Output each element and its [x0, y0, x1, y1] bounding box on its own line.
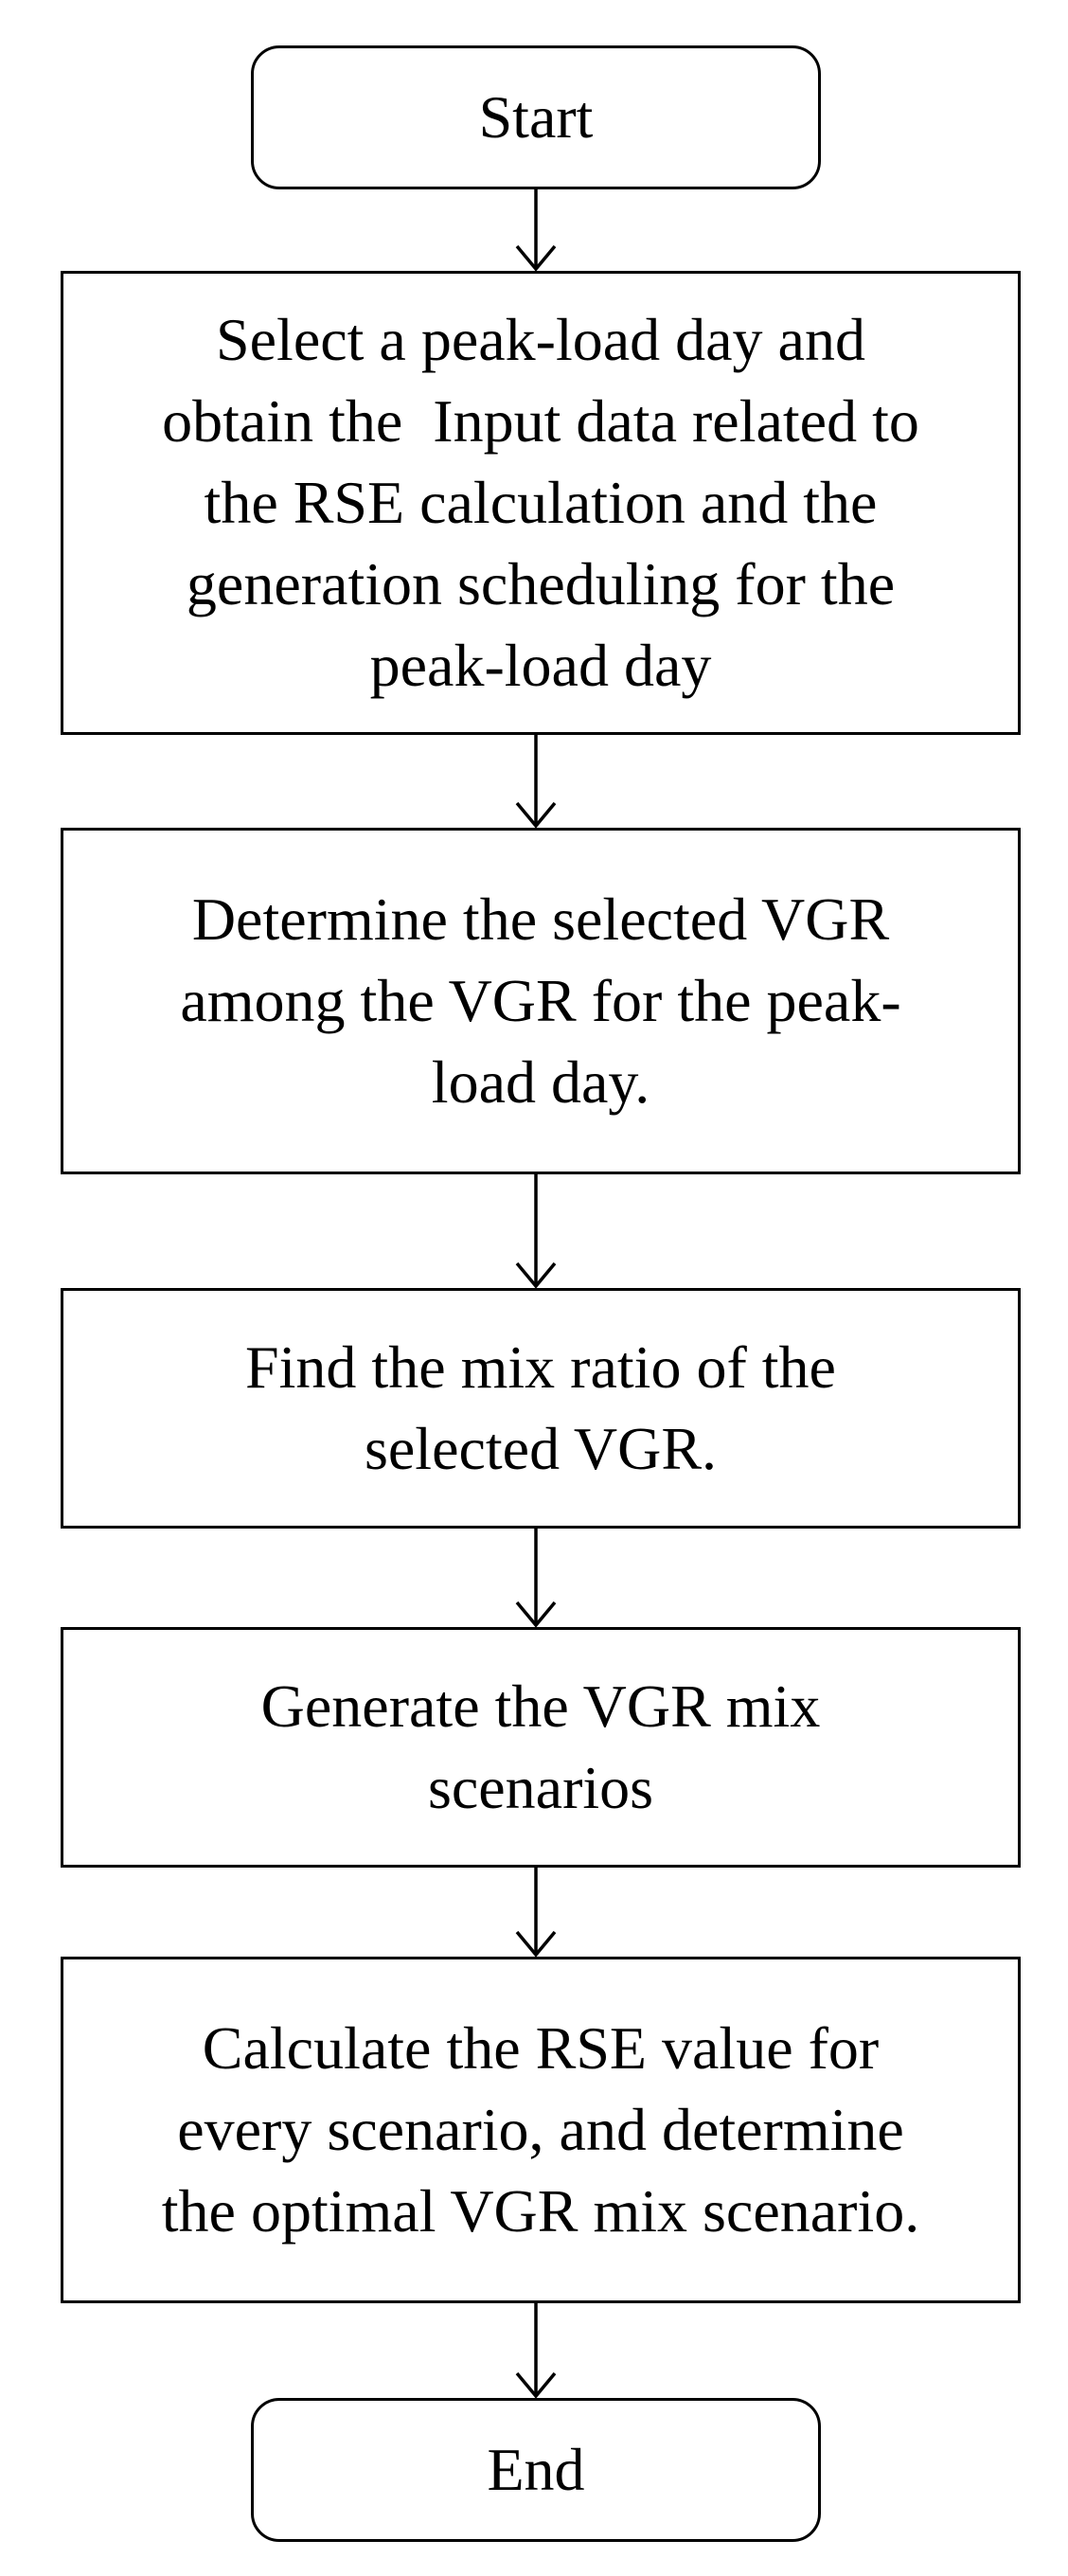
step-1-line-4: generation scheduling for the — [186, 550, 896, 617]
arrow-step-3-to-step-4 — [515, 1529, 557, 1628]
step-4-line-1: Generate the VGR mix — [260, 1673, 821, 1740]
step-find-mix-ratio: Find the mix ratio of the selected VGR. — [61, 1288, 1021, 1529]
step-calculate-rse-value: Calculate the RSE value for every scenar… — [61, 1957, 1021, 2303]
arrow-start-to-step-1 — [515, 189, 557, 272]
start-terminal: Start — [251, 45, 821, 189]
step-4-line-2: scenarios — [427, 1754, 654, 1821]
step-1-line-1: Select a peak-load day and — [216, 306, 865, 373]
step-5-line-2: every scenario, and determine — [177, 2096, 904, 2163]
step-2-line-3: load day. — [431, 1048, 650, 1116]
end-label: End — [487, 2436, 585, 2503]
step-generate-mix-scenarios: Generate the VGR mix scenarios — [61, 1627, 1021, 1868]
step-1-line-2: obtain the Input data related to — [162, 387, 919, 455]
arrow-step-4-to-step-5 — [515, 1868, 557, 1958]
step-determine-selected-vgr: Determine the selected VGR among the VGR… — [61, 828, 1021, 1174]
step-5-line-3: the optimal VGR mix scenario. — [161, 2177, 920, 2245]
arrow-step-5-to-end — [515, 2303, 557, 2399]
step-2-line-2: among the VGR for the peak- — [180, 967, 901, 1034]
step-5-line-1: Calculate the RSE value for — [202, 2014, 880, 2082]
start-label: Start — [478, 83, 594, 151]
arrow-step-2-to-step-3 — [515, 1174, 557, 1289]
step-3-line-1: Find the mix ratio of the — [245, 1333, 836, 1401]
step-2-line-1: Determine the selected VGR — [191, 886, 890, 953]
step-1-line-5: peak-load day — [369, 632, 712, 699]
step-3-line-2: selected VGR. — [364, 1415, 718, 1482]
step-select-peak-load-day: Select a peak-load day and obtain the In… — [61, 271, 1021, 735]
end-terminal: End — [251, 2398, 821, 2542]
step-1-line-3: the RSE calculation and the — [204, 469, 878, 536]
arrow-step-1-to-step-2 — [515, 735, 557, 829]
